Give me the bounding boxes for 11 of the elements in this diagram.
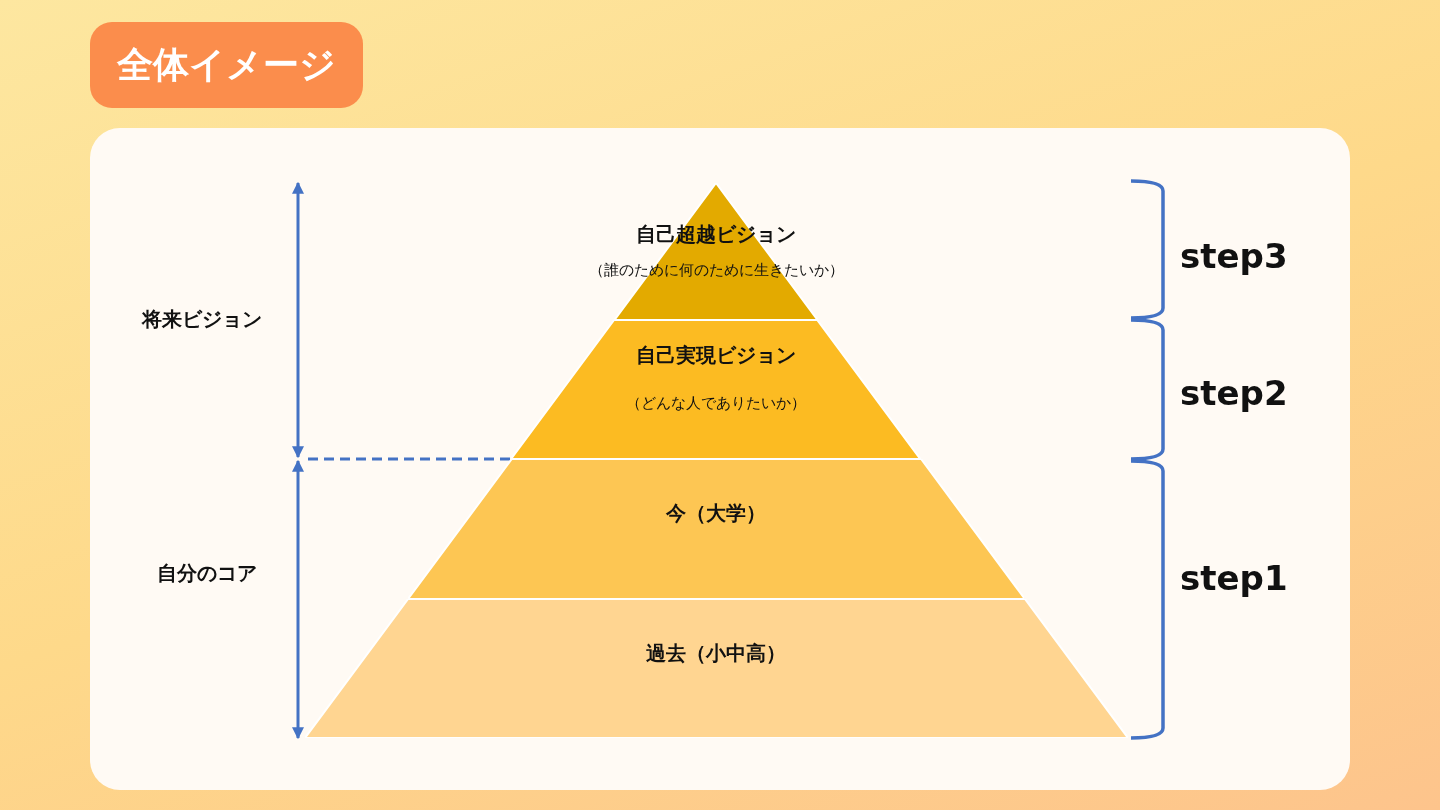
side-label: 将来ビジョン xyxy=(142,306,262,333)
tier-title: 今（大学） xyxy=(665,500,767,527)
tier-title: 自己超越ビジョン xyxy=(635,221,797,248)
step-label: step2 xyxy=(1180,373,1288,413)
step-label: step3 xyxy=(1180,236,1288,276)
step-label: step1 xyxy=(1180,558,1288,598)
tier-title: 過去（小中高） xyxy=(645,640,787,667)
side-label: 自分のコア xyxy=(157,560,257,587)
tier-subtitle: （どんな人でありたいか） xyxy=(625,393,807,413)
tier-title: 自己実現ビジョン xyxy=(635,342,797,369)
title-tab: 全体イメージ xyxy=(90,22,363,108)
